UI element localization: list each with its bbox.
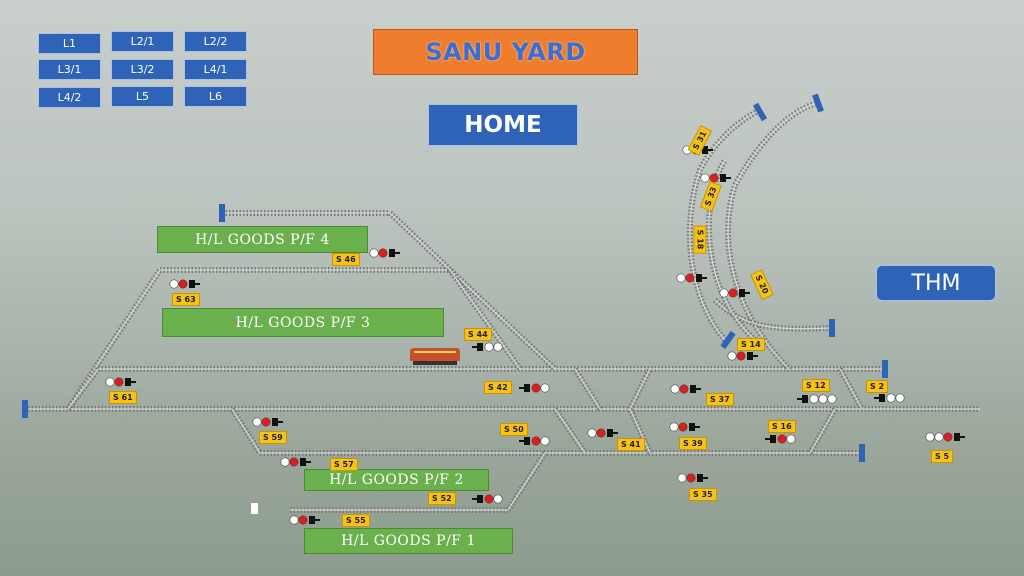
curve-mid-ties xyxy=(725,100,819,373)
signal-s12-tag[interactable]: S 12 xyxy=(802,379,830,392)
signal-s16-tag[interactable]: S 16 xyxy=(768,420,796,433)
signal-s37-tag[interactable]: S 37 xyxy=(706,393,734,406)
signal-s59-tag[interactable]: S 59 xyxy=(259,431,287,444)
signal-s55-head[interactable] xyxy=(289,515,320,525)
signal-s37-head[interactable] xyxy=(670,384,701,394)
signal-s61-head[interactable] xyxy=(105,377,136,387)
platform-goods-2: H/L GOODS P/F 2 xyxy=(304,469,489,491)
thm-button[interactable]: THM xyxy=(876,265,996,301)
buffer-stop-4 xyxy=(859,444,865,462)
crossover-mid-c xyxy=(629,368,651,410)
nav-button-l3-2[interactable]: L3/2 xyxy=(111,59,174,80)
crossover-east-a xyxy=(839,368,863,410)
signal-s59-head[interactable] xyxy=(252,417,283,427)
buffer-stop-7 xyxy=(720,330,736,350)
crossover-mid-d xyxy=(629,408,651,454)
signal-s41-head[interactable] xyxy=(587,428,618,438)
signal-s61-tag[interactable]: S 61 xyxy=(109,391,137,404)
signal-s35-tag[interactable]: S 35 xyxy=(689,488,717,501)
signal-s35-head[interactable] xyxy=(677,473,708,483)
marker-block xyxy=(251,503,258,514)
signal-s52-tag[interactable]: S 52 xyxy=(428,492,456,505)
crossover-west-lower xyxy=(231,408,261,454)
signal-s14-head[interactable] xyxy=(727,351,758,361)
signal-s2-tag[interactable]: S 2 xyxy=(866,380,889,393)
curve-mid xyxy=(727,102,819,371)
signal-s2-head[interactable] xyxy=(874,393,905,403)
yard-title: SANU YARD xyxy=(425,38,586,66)
signal-s5-head[interactable] xyxy=(925,432,965,442)
buffer-stop-2 xyxy=(219,204,225,222)
curve-outer xyxy=(689,109,761,341)
buffer-stop-3 xyxy=(882,360,888,378)
signal-s18-tag[interactable]: S 18 xyxy=(693,225,707,254)
signal-s12-head[interactable] xyxy=(797,394,837,404)
signal-s63-head[interactable] xyxy=(169,279,200,289)
signal-s18-head[interactable] xyxy=(676,273,707,283)
signal-s57-head[interactable] xyxy=(280,457,311,467)
signal-s41-tag[interactable]: S 41 xyxy=(617,438,645,451)
curve-branch-ties xyxy=(712,297,831,332)
nav-button-l3-1[interactable]: L3/1 xyxy=(38,59,101,80)
curve-branch xyxy=(714,299,831,330)
signal-s39-head[interactable] xyxy=(669,422,700,432)
platform-goods-1: H/L GOODS P/F 1 xyxy=(304,528,513,554)
crossover-pf3 xyxy=(449,269,521,370)
signal-s57-tag[interactable]: S 57 xyxy=(330,458,358,471)
yard-title-banner: SANU YARD xyxy=(373,29,638,75)
crossover-mid-a xyxy=(574,368,601,410)
signal-s20-head[interactable] xyxy=(719,288,750,298)
signal-s39-tag[interactable]: S 39 xyxy=(679,437,707,450)
crossover-pf4 xyxy=(389,212,556,370)
crossover-pf1 xyxy=(507,452,546,511)
signal-s50-head[interactable] xyxy=(519,436,550,446)
nav-button-l6[interactable]: L6 xyxy=(184,86,247,107)
home-button[interactable]: HOME xyxy=(428,104,578,146)
locomotive-icon[interactable] xyxy=(410,345,460,365)
nav-button-l4-2[interactable]: L4/2 xyxy=(38,87,101,108)
crossover-mid-b xyxy=(554,408,586,454)
nav-button-l4-1[interactable]: L4/1 xyxy=(184,59,247,80)
buffer-stop-1 xyxy=(22,400,28,418)
signal-s50-tag[interactable]: S 50 xyxy=(500,423,528,436)
signal-s52-head[interactable] xyxy=(472,494,503,504)
signal-s5-tag[interactable]: S 5 xyxy=(931,450,954,463)
signal-s44-tag[interactable]: S 44 xyxy=(464,328,492,341)
nav-button-l5[interactable]: L5 xyxy=(111,86,174,107)
signal-s16-head[interactable] xyxy=(765,434,796,444)
platform-goods-4: H/L GOODS P/F 4 xyxy=(157,226,368,253)
signal-s63-tag[interactable]: S 63 xyxy=(172,293,200,306)
signal-s42-tag[interactable]: S 42 xyxy=(484,381,512,394)
buffer-stop-8 xyxy=(829,319,835,337)
signal-s14-tag[interactable]: S 14 xyxy=(737,338,765,351)
signal-s33-head[interactable] xyxy=(700,173,731,183)
signal-s55-tag[interactable]: S 55 xyxy=(342,514,370,527)
buffer-stop-5 xyxy=(812,93,824,113)
nav-button-l2-1[interactable]: L2/1 xyxy=(111,31,174,52)
platform-goods-3: H/L GOODS P/F 3 xyxy=(162,308,444,337)
buffer-stop-6 xyxy=(752,102,768,122)
crossover-east-b xyxy=(809,408,836,454)
signal-s46-head[interactable] xyxy=(369,248,400,258)
crossover-west-link xyxy=(67,368,99,410)
signal-s46-tag[interactable]: S 46 xyxy=(332,253,360,266)
nav-button-l1[interactable]: L1 xyxy=(38,33,101,54)
signal-s42-head[interactable] xyxy=(519,383,550,393)
signal-s44-head[interactable] xyxy=(472,342,503,352)
nav-button-l2-2[interactable]: L2/2 xyxy=(184,31,247,52)
